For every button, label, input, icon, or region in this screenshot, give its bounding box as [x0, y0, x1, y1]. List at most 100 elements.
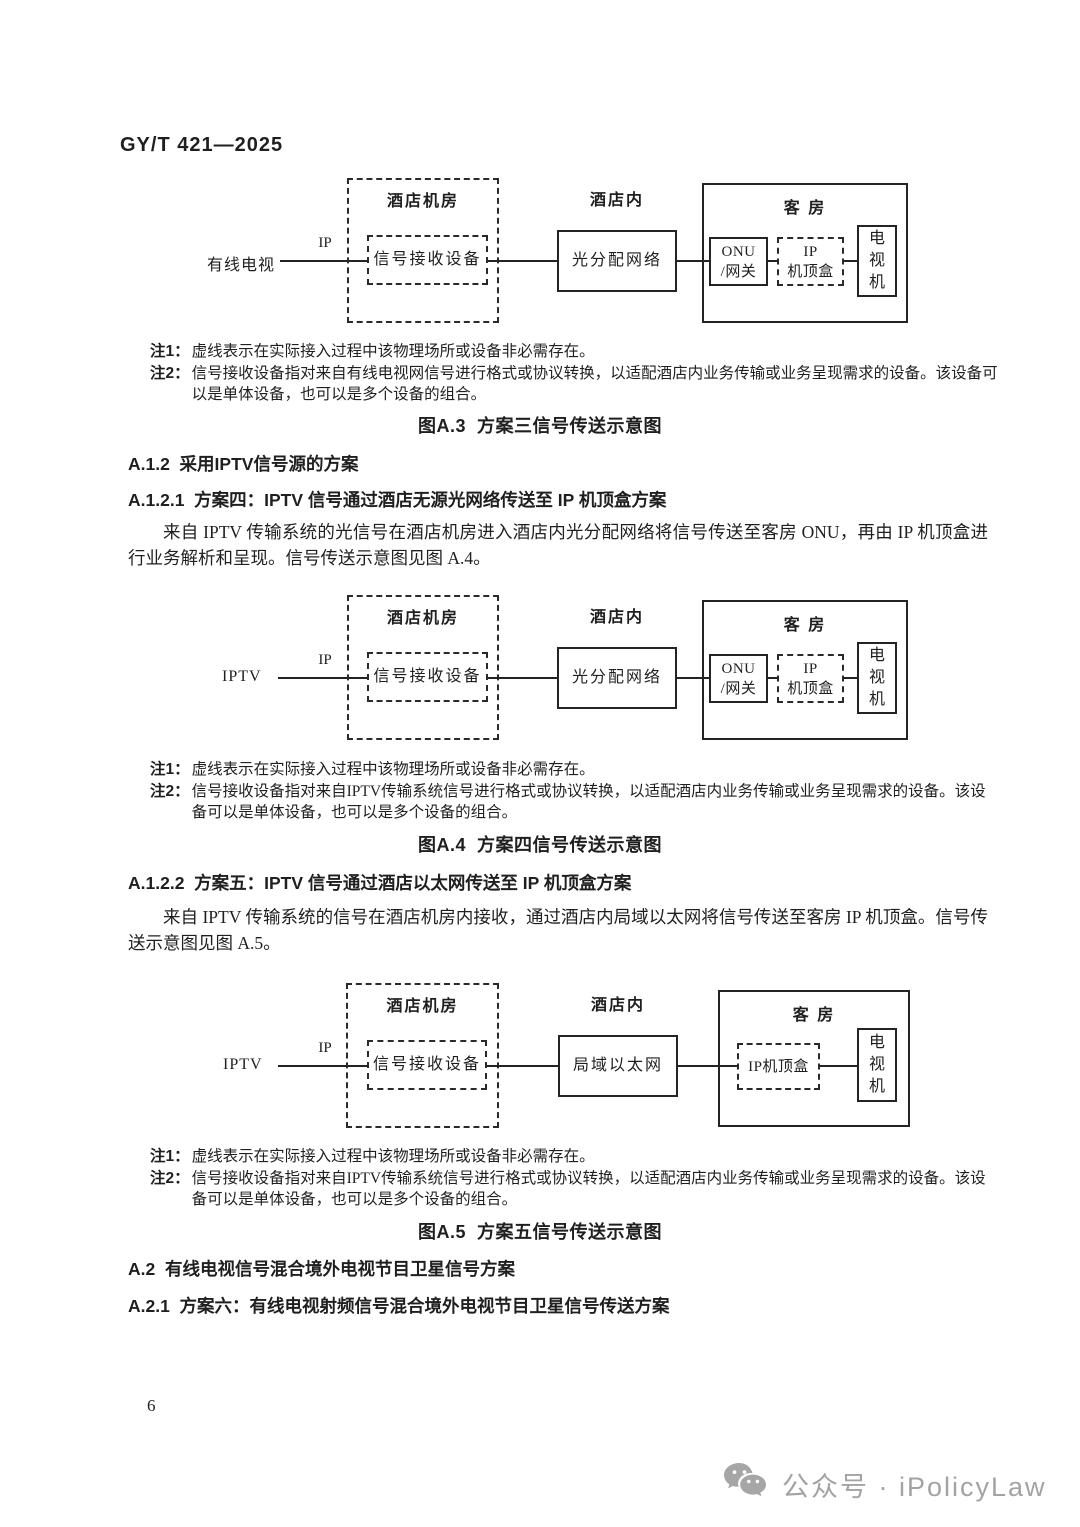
hotel-interior-label: 酒店内 — [589, 609, 644, 626]
heading-a-1-2: A.1.2 采用IPTV信号源的方案 — [128, 454, 359, 474]
tv-char: 视 — [868, 669, 885, 686]
signal-receiver-box: 信号接收设备 — [367, 1040, 487, 1090]
connector-line — [820, 1065, 857, 1067]
note-1-text: 虚线表示在实际接入过程中该物理场所或设备非必需存在。 — [191, 343, 595, 360]
note-1-text: 虚线表示在实际接入过程中该物理场所或设备非必需存在。 — [191, 1148, 595, 1165]
machine-room-title: 酒店机房 — [386, 610, 459, 627]
tv-char: 机 — [868, 691, 885, 708]
note-2-text: 信号接收设备指对来自IPTV传输系统信号进行格式或协议转换，以适配酒店内业务传输… — [191, 1169, 986, 1209]
connector-line — [768, 677, 777, 679]
tv-set-box: 电 视 机 — [857, 225, 897, 297]
stb-line1: IP — [803, 243, 818, 260]
guest-room-title: 客 房 — [783, 200, 827, 217]
connector-line — [677, 260, 709, 262]
note-2-label: 注2： — [150, 782, 190, 800]
optical-network-box: 光分配网络 — [557, 230, 677, 292]
connector-line — [488, 677, 557, 679]
onu-gateway-box: ONU /网关 — [709, 654, 768, 703]
note-2-label: 注2： — [150, 1169, 190, 1187]
note-1-label: 注1： — [150, 761, 190, 778]
note-1-label: 注1： — [150, 1148, 190, 1165]
ip-label: IP — [318, 1040, 332, 1056]
hotel-interior-label: 酒店内 — [590, 997, 645, 1014]
signal-receiver-box: 信号接收设备 — [367, 652, 488, 702]
guest-room-box: 客 房 — [718, 990, 910, 1127]
tv-char: 机 — [868, 1078, 885, 1095]
machine-room-title: 酒店机房 — [386, 193, 459, 210]
stb-line1: IP — [803, 660, 818, 677]
note-2-text: 信号接收设备指对来自IPTV传输系统信号进行格式或协议转换，以适配酒店内业务传输… — [191, 782, 986, 822]
onu-line2: /网关 — [720, 680, 757, 697]
stb-line2: 机顶盒 — [787, 263, 834, 280]
ip-stb-box: IP 机顶盒 — [777, 237, 844, 286]
onu-line1: ONU — [721, 660, 756, 677]
figure-a5-caption: 图A.5 方案五信号传送示意图 — [417, 1222, 662, 1242]
wechat-icon — [722, 1462, 768, 1507]
note-2: 注2： 信号接收设备指对来自有线电视网信号进行格式或协议转换，以适配酒店内业务传… — [150, 363, 998, 406]
footer-brand-text: 公众号 · iPolicyLaw — [782, 1471, 1047, 1502]
heading-a-2-1: A.2.1 方案六：有线电视射频信号混合境外电视节目卫星信号传送方案 — [128, 1296, 670, 1316]
hotel-interior-label: 酒店内 — [589, 192, 644, 209]
figure-a3-notes: 注1： 虚线表示在实际接入过程中该物理场所或设备非必需存在。 注2： 信号接收设… — [150, 341, 998, 406]
tv-set-box: 电 视 机 — [857, 1028, 897, 1102]
guest-room-box: 客 房 — [702, 600, 908, 740]
optical-network-box: 光分配网络 — [557, 647, 677, 709]
tv-char: 电 — [868, 647, 885, 664]
connector-line — [677, 677, 709, 679]
connector-line — [487, 1065, 558, 1067]
connector-line — [678, 1065, 737, 1067]
source-label: IPTV — [223, 1056, 263, 1073]
page-number: 6 — [147, 1396, 156, 1415]
ip-label: IP — [318, 235, 332, 251]
guest-room-box: 客 房 — [702, 183, 908, 323]
note-2: 注2： 信号接收设备指对来自IPTV传输系统信号进行格式或协议转换，以适配酒店内… — [150, 1168, 998, 1211]
stb-line2: 机顶盒 — [787, 680, 834, 697]
note-1: 注1： 虚线表示在实际接入过程中该物理场所或设备非必需存在。 — [150, 1146, 998, 1168]
onu-line1: ONU — [721, 243, 756, 260]
note-2: 注2： 信号接收设备指对来自IPTV传输系统信号进行格式或协议转换，以适配酒店内… — [150, 781, 998, 824]
figure-a3-diagram: 有线电视 IP 酒店机房 信号接收设备 酒店内 光分配网络 客 房 ONU /网… — [130, 178, 960, 330]
note-1-text: 虚线表示在实际接入过程中该物理场所或设备非必需存在。 — [191, 761, 595, 778]
machine-room-box: 酒店机房 — [346, 983, 499, 1128]
onu-gateway-box: ONU /网关 — [709, 237, 768, 286]
tv-char: 视 — [868, 1056, 885, 1073]
figure-a4-notes: 注1： 虚线表示在实际接入过程中该物理场所或设备非必需存在。 注2： 信号接收设… — [150, 759, 998, 824]
note-1: 注1： 虚线表示在实际接入过程中该物理场所或设备非必需存在。 — [150, 341, 998, 363]
ethernet-box: 局域以太网 — [558, 1035, 678, 1097]
figure-a4-caption: 图A.4 方案四信号传送示意图 — [417, 835, 662, 855]
note-2-text: 信号接收设备指对来自有线电视网信号进行格式或协议转换，以适配酒店内业务传输或业务… — [191, 364, 998, 404]
figure-a4-diagram: IPTV IP 酒店机房 信号接收设备 酒店内 光分配网络 客 房 ONU /网… — [130, 595, 960, 747]
note-2-label: 注2： — [150, 364, 190, 382]
tv-char: 视 — [868, 252, 885, 269]
machine-room-box: 酒店机房 — [347, 595, 499, 740]
onu-line2: /网关 — [720, 263, 757, 280]
ip-stb-box: IP机顶盒 — [737, 1043, 820, 1090]
connector-line — [844, 260, 857, 262]
ip-stb-box: IP 机顶盒 — [777, 654, 844, 703]
connector-line — [278, 677, 369, 679]
machine-room-box: 酒店机房 — [347, 178, 499, 323]
document-code: GY/T 421—2025 — [120, 134, 284, 156]
heading-a-1-2-1: A.1.2.1 方案四：IPTV 信号通过酒店无源光网络传送至 IP 机顶盒方案 — [128, 490, 667, 510]
footer-brand: 公众号 · iPolicyLaw — [722, 1458, 1052, 1510]
guest-room-title: 客 房 — [783, 617, 827, 634]
paragraph-plan4: 来自 IPTV 传输系统的光信号在酒店机房进入酒店内光分配网络将信号传送至客房 … — [128, 522, 988, 568]
note-1-label: 注1： — [150, 343, 190, 360]
connector-line — [488, 260, 557, 262]
figure-a3-caption: 图A.3 方案三信号传送示意图 — [417, 416, 662, 436]
paragraph-plan5: 来自 IPTV 传输系统的信号在酒店机房内接收，通过酒店内局域以太网将信号传送至… — [128, 907, 988, 953]
connector-line — [768, 260, 777, 262]
guest-room-title: 客 房 — [792, 1007, 836, 1024]
source-label: 有线电视 — [207, 257, 276, 274]
note-1: 注1： 虚线表示在实际接入过程中该物理场所或设备非必需存在。 — [150, 759, 998, 781]
tv-set-box: 电 视 机 — [857, 642, 897, 714]
figure-a5-notes: 注1： 虚线表示在实际接入过程中该物理场所或设备非必需存在。 注2： 信号接收设… — [150, 1146, 998, 1211]
heading-a-1-2-2: A.1.2.2 方案五：IPTV 信号通过酒店以太网传送至 IP 机顶盒方案 — [128, 873, 632, 893]
tv-char: 机 — [868, 274, 885, 291]
tv-char: 电 — [868, 1034, 885, 1051]
signal-receiver-box: 信号接收设备 — [367, 235, 488, 285]
figure-a5-diagram: IPTV IP 酒店机房 信号接收设备 酒店内 局域以太网 客 房 IP机顶盒 … — [130, 983, 960, 1135]
connector-line — [280, 260, 369, 262]
heading-a-2: A.2 有线电视信号混合境外电视节目卫星信号方案 — [128, 1259, 515, 1279]
